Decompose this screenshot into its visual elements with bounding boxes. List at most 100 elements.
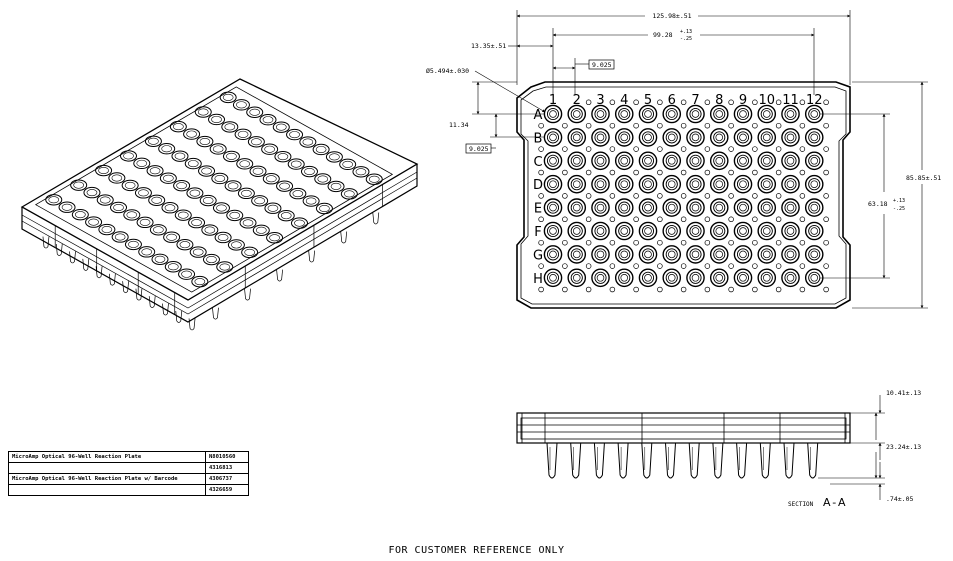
- vent-hole: [752, 286, 758, 293]
- iso-well-inner: [254, 197, 265, 205]
- well: [733, 245, 753, 264]
- well: [543, 245, 563, 264]
- vent-hole: [752, 239, 758, 246]
- part-number: 4316813: [205, 462, 249, 474]
- row-span-tolerance-plus: +.13: [893, 198, 905, 204]
- footer-note: FOR CUSTOMER REFERENCE ONLY: [388, 545, 565, 556]
- iso-well: [312, 143, 330, 156]
- well: [543, 268, 563, 288]
- well: [614, 174, 634, 194]
- vent-hole: [728, 263, 734, 269]
- well: [733, 104, 753, 124]
- iso-well-inner: [219, 263, 231, 271]
- well-inner: [570, 131, 583, 144]
- well-tube: [641, 442, 653, 479]
- iso-well-inner: [73, 181, 84, 189]
- well: [662, 268, 682, 288]
- iso-well: [249, 165, 267, 177]
- iso-well: [194, 106, 212, 118]
- well-bottom: [691, 157, 700, 165]
- well-inner: [689, 201, 702, 214]
- well-bottom: [739, 250, 747, 259]
- well-inner: [689, 271, 702, 284]
- vent-hole: [562, 122, 568, 129]
- iso-well: [237, 187, 255, 200]
- well-bottom: [667, 250, 676, 259]
- vent-hole: [799, 193, 806, 199]
- vent-hole: [680, 193, 687, 199]
- well-bottom: [620, 203, 628, 212]
- well-bottom: [549, 274, 557, 282]
- iso-well-inner: [88, 218, 99, 226]
- well-bottom: [810, 110, 818, 118]
- vent-hole: [823, 216, 829, 223]
- well-bottom: [620, 274, 628, 282]
- vent-hole: [657, 263, 663, 269]
- well-bottom: [715, 227, 723, 235]
- vent-hole: [728, 193, 734, 199]
- well-bottom: [572, 110, 581, 118]
- iso-well-inner: [111, 174, 123, 182]
- vent-hole: [823, 99, 829, 106]
- well: [591, 174, 610, 194]
- vent-hole: [609, 122, 616, 129]
- iso-well-inner: [101, 226, 113, 234]
- well-inner: [784, 248, 797, 261]
- well: [757, 174, 777, 194]
- iso-well-inner: [290, 160, 302, 168]
- vent-hole: [823, 122, 829, 129]
- well-bottom: [762, 157, 771, 165]
- well-inner: [641, 178, 655, 191]
- well-inner: [546, 154, 560, 167]
- well-inner: [784, 224, 797, 238]
- well: [567, 104, 587, 124]
- iso-well-tip: [212, 307, 219, 320]
- iso-well: [272, 121, 290, 133]
- iso-well-inner: [206, 256, 217, 264]
- iso-well: [261, 143, 279, 155]
- part-number: 4306737: [205, 473, 249, 485]
- vent-hole: [823, 169, 829, 176]
- iso-well: [227, 239, 245, 251]
- well-inner: [618, 224, 631, 238]
- iso-well-inner: [166, 233, 177, 241]
- iso-well: [352, 166, 370, 178]
- well-bottom: [549, 250, 557, 259]
- vent-hole: [728, 122, 734, 129]
- well-bottom: [691, 274, 700, 282]
- well-tube: [688, 442, 700, 479]
- well: [662, 151, 682, 171]
- well-inner: [784, 178, 797, 191]
- row-label: F: [534, 225, 541, 240]
- well: [686, 151, 705, 171]
- iso-well: [158, 143, 176, 155]
- well-inner: [618, 131, 631, 144]
- vent-hole: [562, 239, 568, 246]
- well-inner: [713, 107, 726, 121]
- iso-well: [340, 188, 358, 200]
- iso-well: [136, 216, 154, 229]
- table-row: 4316813: [8, 462, 249, 474]
- well-tube: [736, 442, 748, 479]
- iso-well-inner: [173, 123, 184, 131]
- part-number: N8010560: [205, 451, 249, 463]
- well: [567, 128, 587, 147]
- well: [781, 128, 800, 147]
- well-tube: [759, 442, 771, 479]
- iso-well-inner: [199, 138, 211, 146]
- iso-well-tip: [372, 212, 380, 225]
- iso-well: [176, 238, 194, 251]
- vent-hole: [704, 263, 711, 269]
- well-bottom: [572, 250, 581, 259]
- iso-well: [96, 194, 114, 206]
- well-tube: [807, 442, 819, 479]
- iso-well: [302, 195, 320, 207]
- iso-well-tip: [162, 303, 169, 316]
- vent-hole: [823, 193, 829, 199]
- iso-well-inner: [229, 211, 241, 219]
- well-bottom: [572, 133, 581, 142]
- iso-well-inner: [174, 152, 186, 160]
- iso-well-tip: [148, 296, 156, 308]
- well: [686, 268, 705, 288]
